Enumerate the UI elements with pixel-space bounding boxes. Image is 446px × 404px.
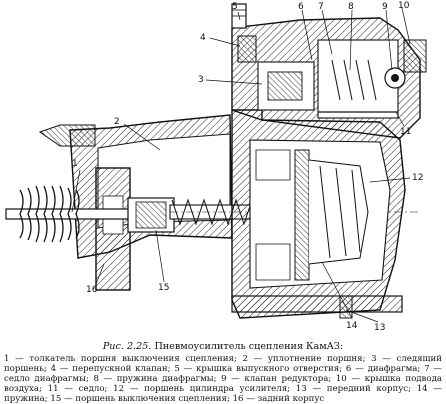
caption-title: Рис. 2.25. Пневмоусилитель сцепления Кам… [4, 342, 442, 352]
callout-numbers: 1 2 3 4 5 6 7 8 9 10 11 12 13 14 15 16 [72, 1, 423, 333]
callout-11: 11 [400, 127, 411, 137]
callout-14: 14 [346, 321, 358, 331]
caption-legend: 1 — толкатель поршня выключения сцеплени… [4, 354, 442, 404]
pneumatic-booster-drawing: 1 2 3 4 5 6 7 8 9 10 11 12 13 14 15 16 [5, 1, 427, 333]
valve-block [231, 3, 427, 139]
figure-title: Пневмоусилитель сцепления КамАЗ: [154, 341, 344, 352]
figure-caption: Рис. 2.25. Пневмоусилитель сцепления Кам… [4, 342, 442, 404]
callout-1: 1 [72, 159, 78, 169]
callout-7: 7 [318, 2, 324, 12]
callout-4: 4 [200, 33, 206, 43]
callout-15: 15 [158, 283, 169, 293]
figure-number: Рис. 2.25. [102, 341, 152, 352]
pushrod-assembly [5, 185, 175, 243]
callout-9: 9 [382, 2, 388, 12]
callout-13: 13 [374, 323, 385, 333]
callout-10: 10 [398, 1, 410, 11]
callout-12: 12 [412, 173, 423, 183]
callout-6: 6 [298, 2, 304, 12]
leader-lines [71, 7, 411, 323]
front-housing [231, 109, 406, 319]
callout-8: 8 [348, 2, 354, 12]
callout-2: 2 [114, 117, 120, 127]
callout-5: 5 [232, 2, 238, 12]
callout-16: 16 [86, 285, 98, 295]
callout-3: 3 [198, 75, 204, 85]
